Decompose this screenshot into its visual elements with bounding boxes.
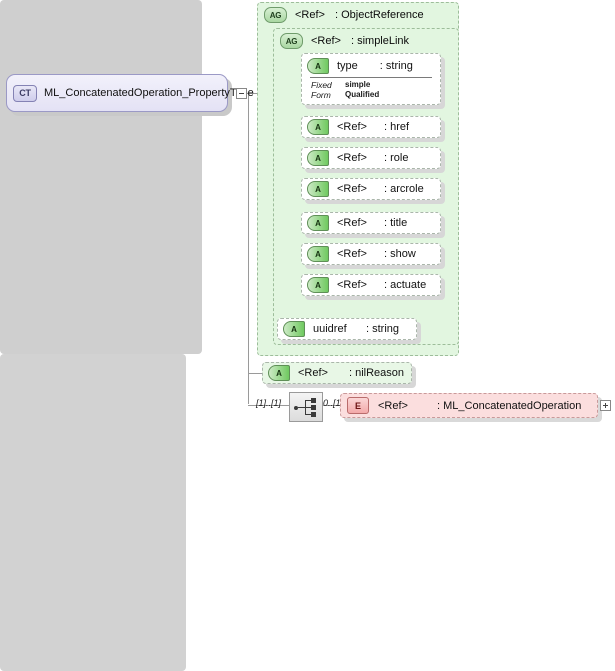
simplelink-group-header: AG <Ref> : simpleLink	[280, 33, 409, 49]
attribute-row-nilreason[interactable]: A <Ref> : nilReason	[262, 362, 412, 384]
attribute-type: : show	[384, 248, 416, 260]
attribute-name: <Ref>	[337, 279, 367, 291]
complextype-collapse-toggle[interactable]	[236, 88, 247, 99]
facet-value: simple	[345, 80, 371, 89]
attribute-badge: A	[268, 365, 290, 381]
facet-value: Qualified	[345, 90, 380, 99]
attribute-name: <Ref>	[337, 217, 367, 229]
attribute-row-href[interactable]: A <Ref> : href	[301, 116, 441, 138]
attributegroup-badge: AG	[280, 33, 303, 49]
sequence-stem	[298, 407, 306, 408]
facet-key: Fixed	[311, 80, 332, 90]
attribute-row-arcrole[interactable]: A <Ref> : arcrole	[301, 178, 441, 200]
objectreference-group-type: : ObjectReference	[334, 9, 424, 21]
attribute-type: : arcrole	[384, 183, 424, 195]
simplelink-group-shadow	[0, 354, 186, 671]
element-node[interactable]: E <Ref> : ML_ConcatenatedOperation	[340, 393, 598, 418]
connector-to-nilreason	[248, 373, 262, 374]
attribute-row-uuidref[interactable]: A uuidref : string	[277, 318, 417, 340]
type-attribute-type: : string	[379, 60, 413, 72]
attribute-row-show[interactable]: A <Ref> : show	[301, 243, 441, 265]
attribute-type: : title	[384, 217, 408, 229]
attribute-row-title[interactable]: A <Ref> : title	[301, 212, 441, 234]
simplelink-group-name: <Ref>	[311, 35, 341, 47]
element-badge: E	[347, 397, 369, 414]
attribute-name: <Ref>	[337, 183, 367, 195]
attribute-badge: A	[307, 150, 329, 166]
complextype-badge: CT	[13, 84, 37, 102]
element-type: : ML_ConcatenatedOperation	[437, 399, 582, 412]
simplelink-group-type: : simpleLink	[350, 35, 410, 47]
type-attribute-name: type	[337, 60, 358, 72]
sequence-square	[311, 412, 316, 417]
left-multiplicity-label: [1]..[1]	[256, 398, 282, 408]
element-expand-toggle[interactable]	[600, 400, 611, 411]
facet-row: Fixed simple	[311, 80, 379, 90]
sequence-branch-1	[305, 400, 311, 401]
attribute-name: <Ref>	[337, 248, 367, 260]
sequence-dot	[294, 406, 298, 410]
complextype-node[interactable]: CT ML_ConcatenatedOperation_PropertyType	[6, 74, 254, 112]
attribute-badge: A	[307, 181, 329, 197]
connector-to-objectreference	[248, 93, 260, 94]
attribute-row-role[interactable]: A <Ref> : role	[301, 147, 441, 169]
type-attribute-facets: Fixed simple Form Qualified	[311, 80, 379, 100]
uuidref-type: : string	[366, 323, 400, 335]
connector-sequence-to-element	[321, 405, 341, 406]
attribute-type: : actuate	[384, 279, 427, 291]
sequence-branch-2	[305, 407, 311, 408]
type-attribute-node[interactable]: A type : string Fixed simple Form Qualif…	[301, 53, 441, 105]
uuidref-name: uuidref	[313, 323, 347, 335]
attribute-name: <Ref>	[337, 121, 367, 133]
type-attribute-header: A type : string	[307, 58, 413, 74]
attribute-row-actuate[interactable]: A <Ref> : actuate	[301, 274, 441, 296]
element-name: <Ref>	[378, 399, 408, 412]
objectreference-group-header: AG <Ref> : ObjectReference	[264, 7, 424, 23]
objectreference-group-shadow	[0, 0, 202, 354]
facet-row: Form Qualified	[311, 90, 379, 100]
attribute-badge: A	[307, 277, 329, 293]
sequence-branch-3	[305, 414, 311, 415]
complextype-label: ML_ConcatenatedOperation_PropertyType	[44, 86, 254, 99]
connector-main-vertical	[248, 93, 249, 404]
facet-key: Form	[311, 90, 331, 100]
objectreference-group-name: <Ref>	[295, 9, 325, 21]
sequence-compositor-icon[interactable]	[289, 392, 323, 422]
attribute-badge: A	[307, 215, 329, 231]
attribute-type: : role	[384, 152, 409, 164]
attribute-badge: A	[283, 321, 305, 337]
right-multiplicity-label: 0..[1]	[323, 398, 344, 408]
type-attribute-divider	[310, 77, 432, 78]
attribute-badge: A	[307, 246, 329, 262]
attribute-badge: A	[307, 119, 329, 135]
attribute-badge: A	[307, 58, 329, 74]
connector-to-sequence	[248, 405, 290, 406]
sequence-square	[311, 398, 316, 403]
attribute-type: : href	[384, 121, 410, 133]
sequence-square	[311, 405, 316, 410]
attribute-name: <Ref>	[337, 152, 367, 164]
nilreason-name: <Ref>	[298, 367, 328, 379]
nilreason-type: : nilReason	[349, 367, 405, 379]
attributegroup-badge: AG	[264, 7, 287, 23]
